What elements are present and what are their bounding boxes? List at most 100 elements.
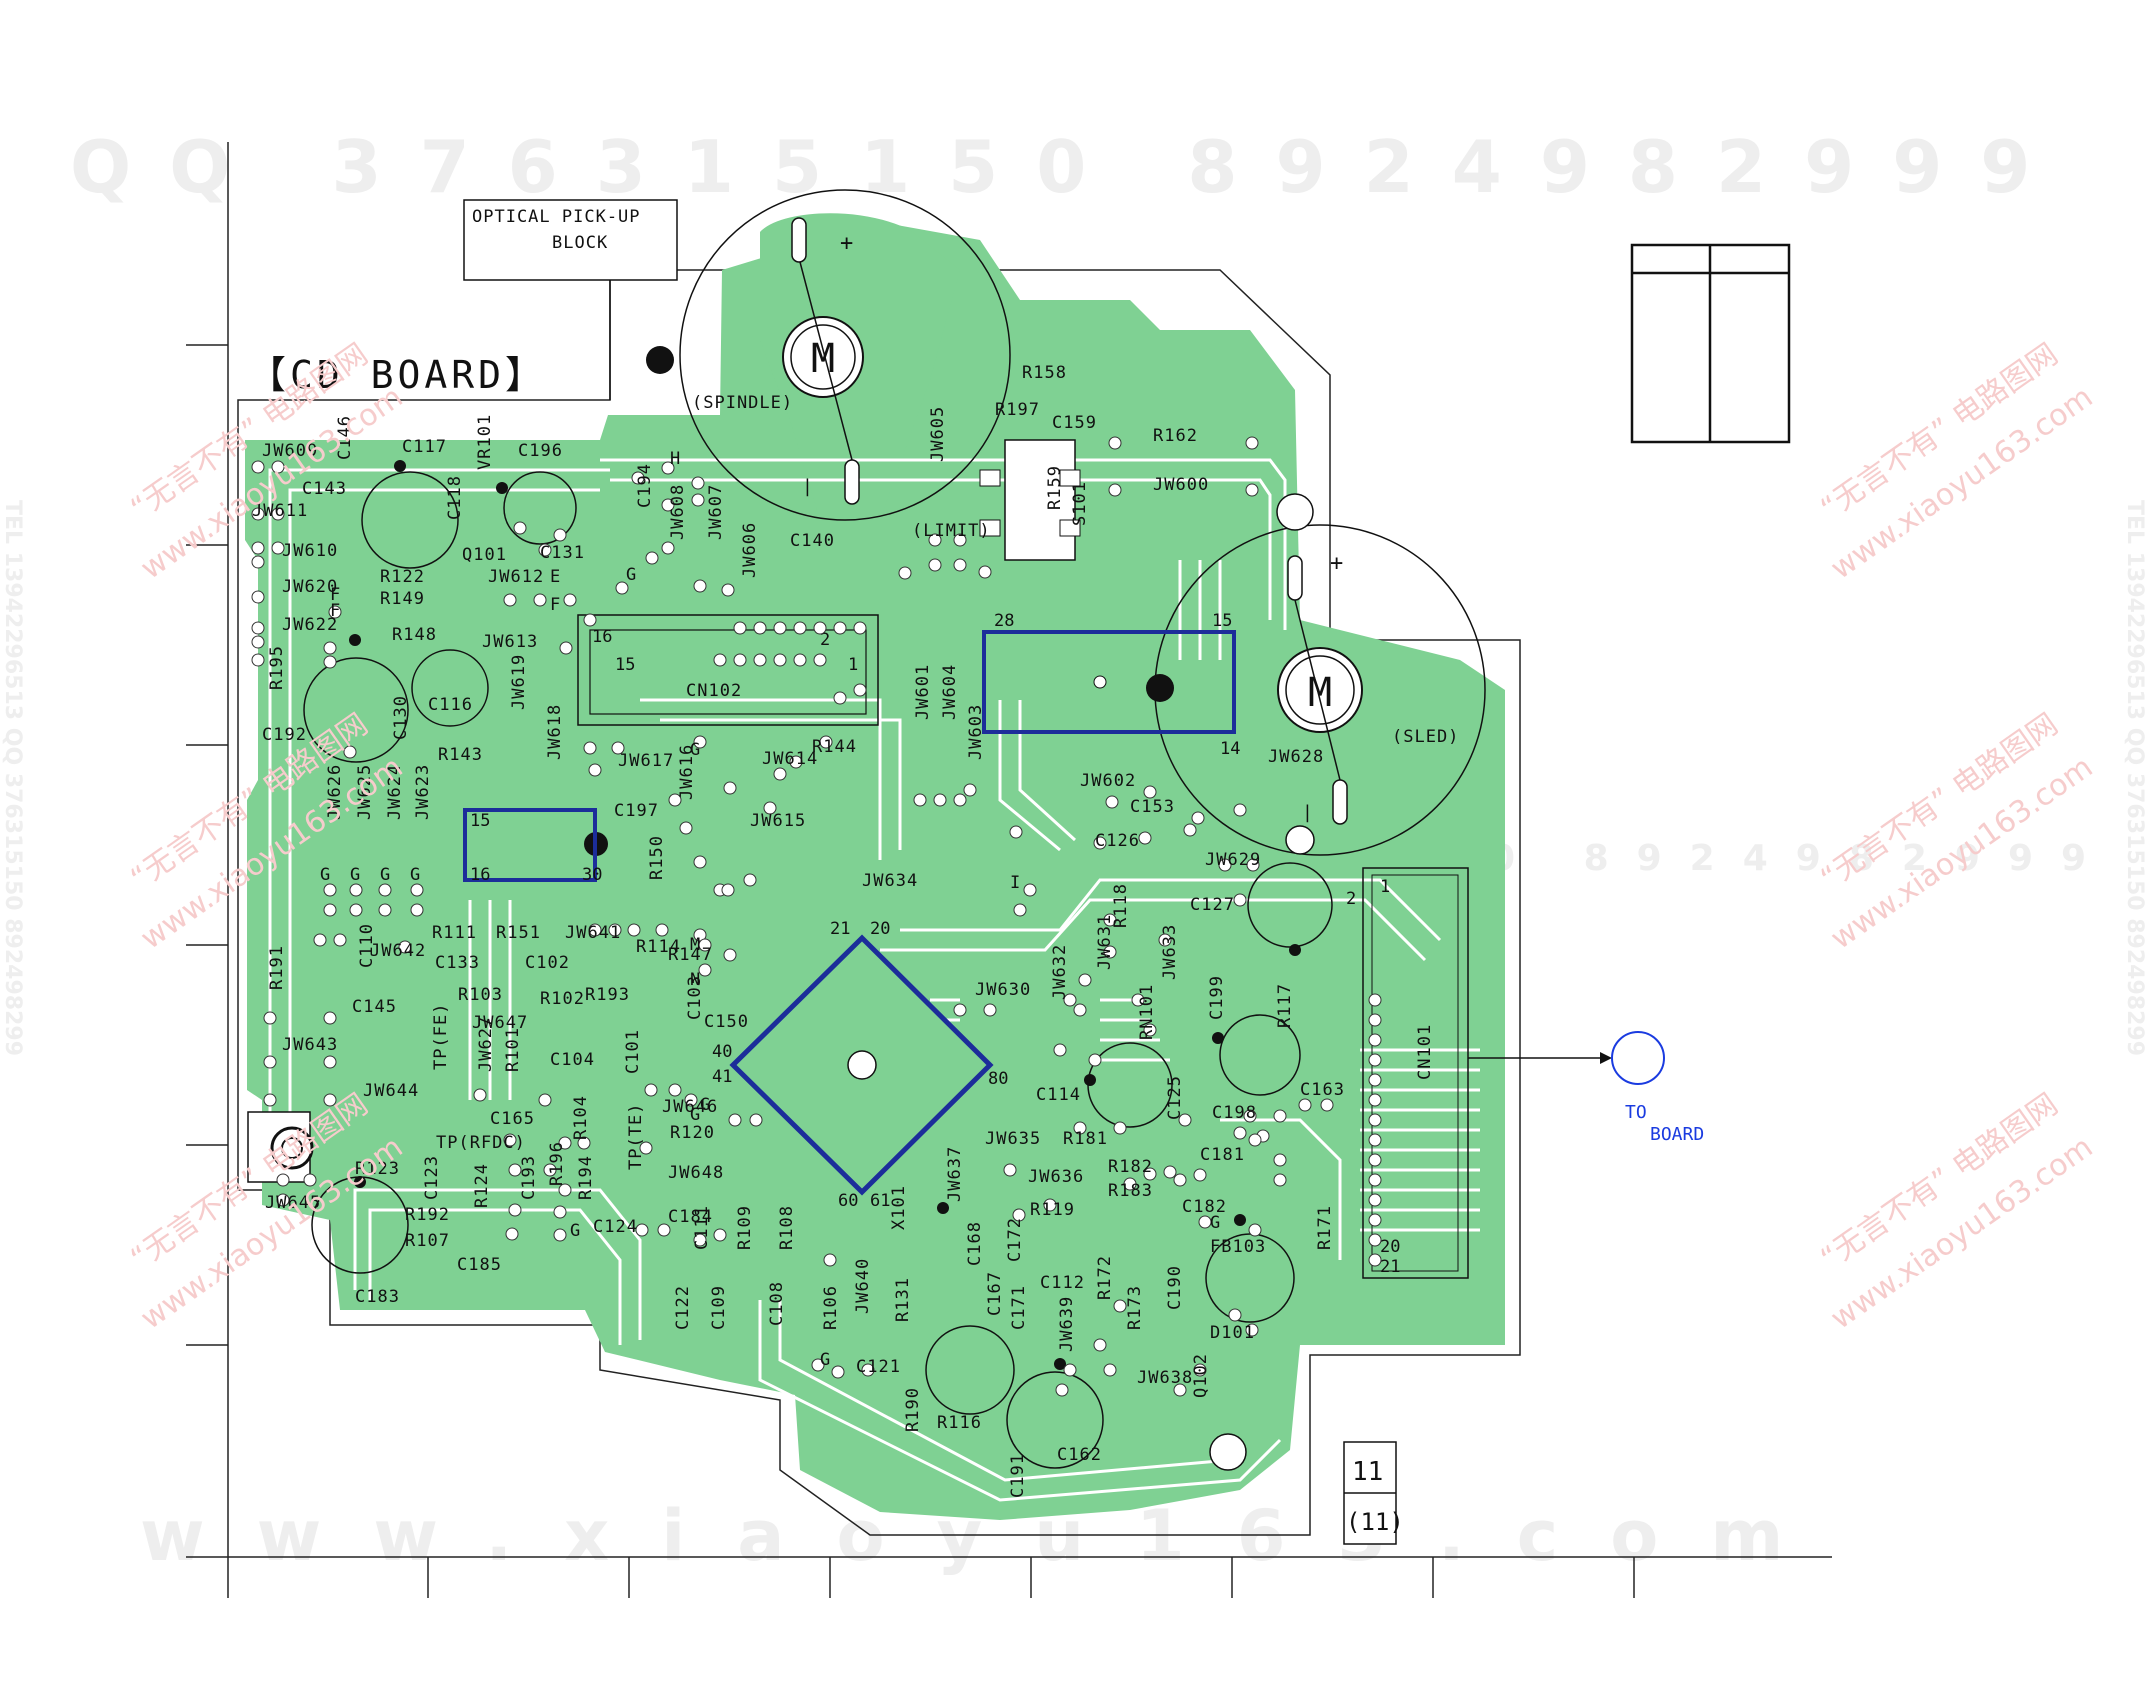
component-label-r107: R107 (405, 1231, 450, 1251)
component-label-r159: R159 (1045, 465, 1065, 510)
component-label-c122: C122 (673, 1285, 693, 1330)
component-label-r150: R150 (647, 835, 667, 880)
solder-pad (645, 551, 659, 565)
solder-pad (611, 741, 625, 755)
ic-outline-sw (982, 630, 1236, 734)
svg-text:11: 11 (1352, 1457, 1383, 1487)
solder-pad (928, 533, 942, 547)
component-label-jw609: JW609 (262, 441, 318, 461)
component-label-fb103: FB103 (1210, 1237, 1266, 1257)
solder-pad (1073, 1121, 1087, 1135)
to-board-line2: BOARD (1650, 1124, 1704, 1145)
component-label-c162: C162 (1057, 1445, 1102, 1465)
watermark-side-tel-left: TEL 13942296513 QQ 376315150 892498299 (0, 500, 25, 1056)
component-label-r173: R173 (1125, 1285, 1145, 1330)
solder-pad (1012, 1208, 1026, 1222)
component-label-jw622: JW622 (282, 615, 338, 635)
solder-pad (1368, 1213, 1382, 1227)
component-label-c197: C197 (614, 801, 659, 821)
solder-pad (1003, 1163, 1017, 1177)
solder-pad (693, 855, 707, 869)
watermark-side-tel-right: TEL 13942296513 QQ 376315150 892498299 (2122, 500, 2147, 1056)
svg-text:14: 14 (1220, 739, 1240, 759)
component-label-r116: R116 (937, 1413, 982, 1433)
ic-outline-small (463, 808, 597, 882)
solder-pad (271, 460, 285, 474)
solder-pad (553, 1205, 567, 1219)
component-label-jw616: JW616 (677, 744, 697, 800)
svg-text:30: 30 (582, 865, 602, 885)
component-label-r111: R111 (432, 923, 477, 943)
solder-pad (1233, 893, 1247, 907)
solder-pad (1103, 913, 1117, 927)
solder-pad (1248, 1133, 1262, 1147)
solder-pad (349, 883, 363, 897)
component-label-c191: C191 (1008, 1453, 1028, 1498)
component-label-jw608: JW608 (668, 484, 688, 540)
solder-pad (533, 593, 547, 607)
spindle-terminal-plus (791, 217, 807, 263)
solder-pad (749, 1113, 763, 1127)
solder-pad (1198, 1215, 1212, 1229)
component-label-c165: C165 (490, 1109, 535, 1129)
solder-pad (1368, 1073, 1382, 1087)
solder-pad (1108, 483, 1122, 497)
solder-pad (627, 923, 641, 937)
component-label-r197: R197 (995, 400, 1040, 420)
component-label-c102: C102 (525, 953, 570, 973)
component-label-c168: C168 (965, 1221, 985, 1266)
component-label-c159: C159 (1052, 413, 1097, 433)
component-label-r181: R181 (1063, 1129, 1108, 1149)
solder-pad (811, 1358, 825, 1372)
solder-pad (793, 621, 807, 635)
test-point-label: H (670, 449, 681, 469)
svg-text:60: 60 (838, 1191, 858, 1211)
solder-pad (1113, 1121, 1127, 1135)
solder-pad (251, 653, 265, 667)
spindle-minus-sign: | (802, 476, 813, 497)
cn102-connector: 16 15 2 1 CN102 (577, 614, 879, 726)
solder-pad (473, 1088, 487, 1102)
solder-pad (773, 653, 787, 667)
test-point-label: G (350, 865, 361, 885)
solder-pad (583, 613, 597, 627)
solder-pad (1245, 1323, 1259, 1337)
solder-pad (733, 653, 747, 667)
solder-pad (1063, 1363, 1077, 1377)
solder-pad (668, 1083, 682, 1097)
test-point-label: F (330, 601, 341, 621)
component-label-jw601: JW601 (913, 664, 933, 720)
solder-pad (1298, 1098, 1312, 1112)
solder-pad (508, 1203, 522, 1217)
solder-pad (543, 1163, 557, 1177)
test-point-label: G (380, 865, 391, 885)
solder-pad (661, 541, 675, 555)
solder-pad (693, 1233, 707, 1247)
spindle-motor-label: M (811, 336, 835, 382)
solder-pad (1043, 1198, 1057, 1212)
spindle-label: (SPINDLE) (692, 393, 793, 413)
solder-pad (1193, 1363, 1207, 1377)
optical-block-line2: BLOCK (552, 233, 608, 253)
component-label-r158: R158 (1022, 363, 1067, 383)
component-label-rn101: RN101 (1137, 984, 1157, 1040)
solder-pad (763, 801, 777, 815)
component-label-c196: C196 (518, 441, 563, 461)
svg-text:80: 80 (988, 1069, 1008, 1089)
component-label-jw607: JW607 (706, 484, 726, 540)
component-label-r194: R194 (576, 1155, 596, 1200)
solder-pad (343, 745, 357, 759)
solder-pad (661, 461, 675, 475)
component-label-x101: X101 (889, 1185, 909, 1230)
solder-pad (953, 533, 967, 547)
svg-text:1: 1 (1380, 877, 1390, 897)
test-point-label: G (820, 1350, 831, 1370)
solder-pad (378, 883, 392, 897)
to-board-line1: TO (1625, 1102, 1647, 1123)
test-point-label: G (690, 1105, 701, 1125)
solder-pad (1368, 1233, 1382, 1247)
component-label-jw612: JW612 (488, 567, 544, 587)
solder-pad (538, 1093, 552, 1107)
spindle-motor-icon (782, 316, 864, 398)
